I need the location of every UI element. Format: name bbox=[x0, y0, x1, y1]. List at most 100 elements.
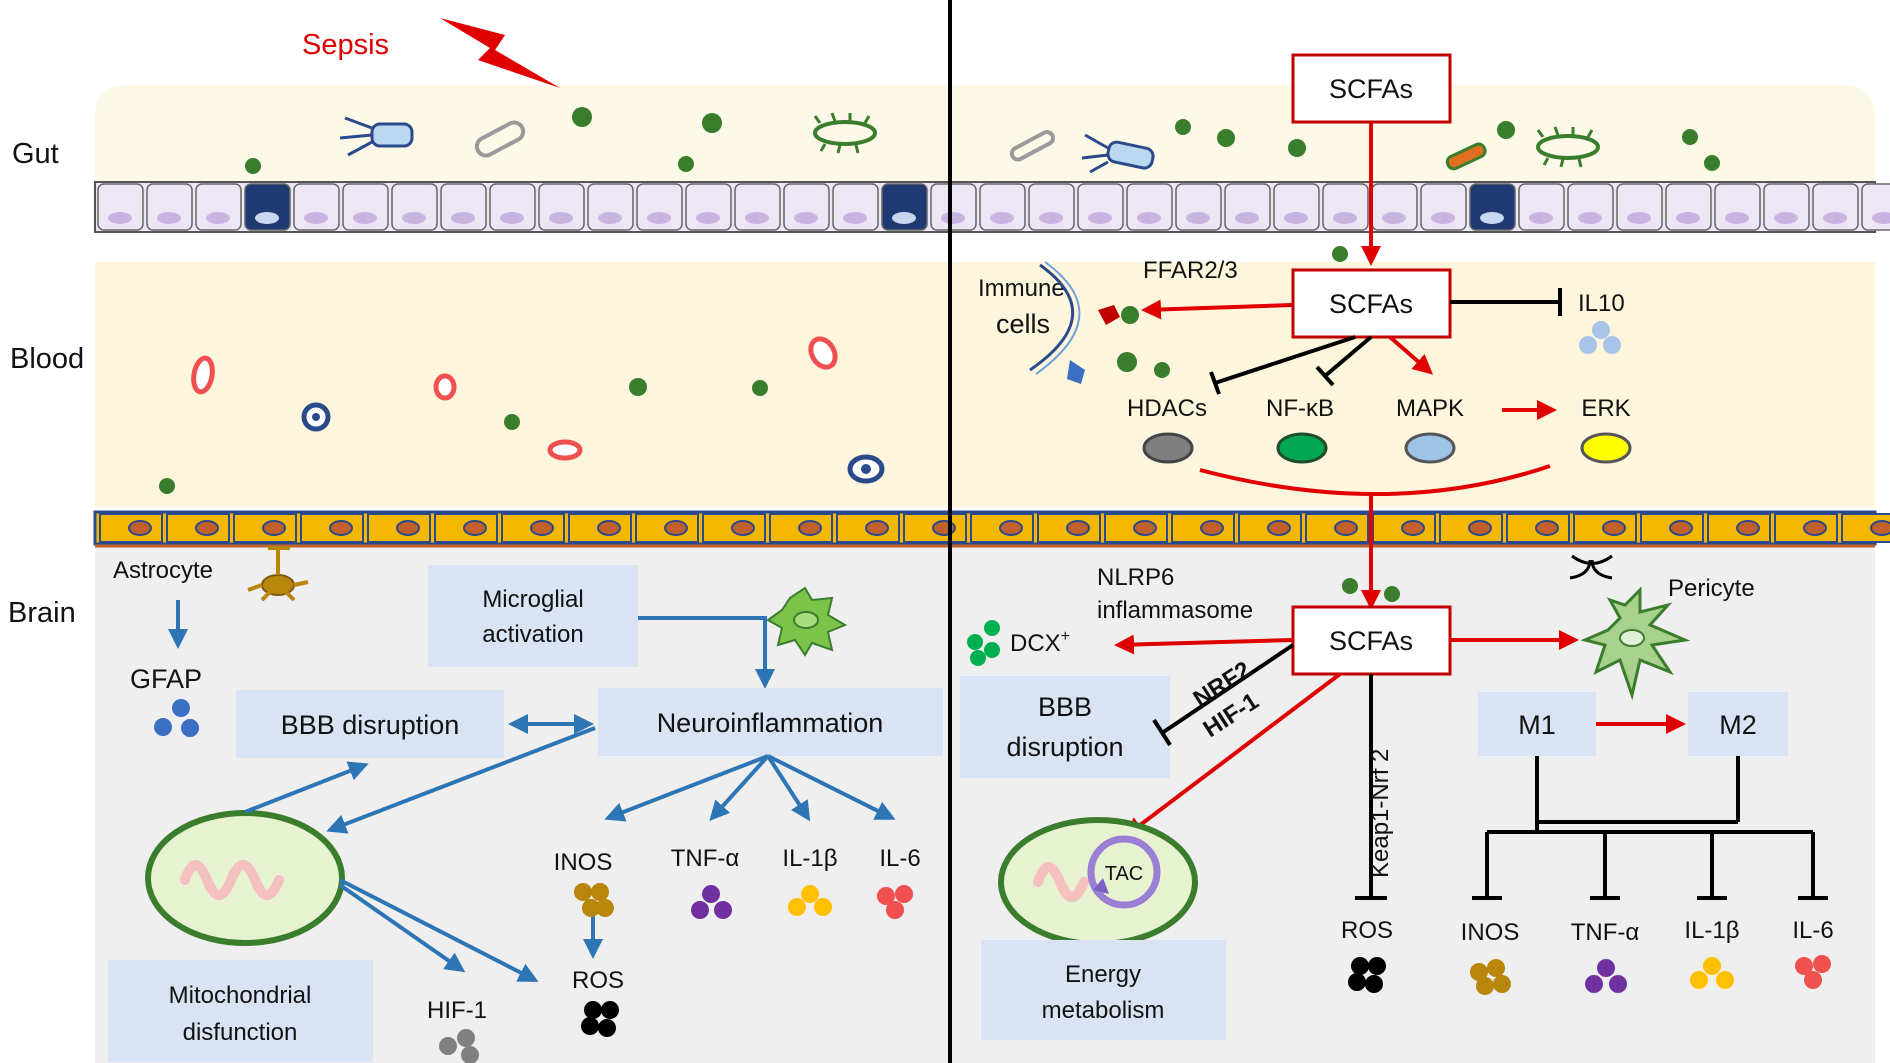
brain-dots-right bbox=[1342, 578, 1400, 602]
il6-label-left: IL-6 bbox=[879, 845, 920, 872]
bbb-line2-right: disruption bbox=[1006, 732, 1123, 762]
cell-nucleus bbox=[1382, 212, 1406, 224]
il1b-molecule-right bbox=[1690, 957, 1734, 989]
cell-nucleus bbox=[1872, 212, 1890, 224]
endothelial-nucleus bbox=[1200, 520, 1224, 536]
endothelial-nucleus bbox=[1133, 520, 1157, 536]
endothelial-nucleus bbox=[597, 520, 621, 536]
ros-molecule-right bbox=[1348, 957, 1386, 993]
ros-label-left: ROS bbox=[572, 967, 624, 994]
cell-nucleus bbox=[1823, 212, 1847, 224]
cell-nucleus bbox=[1186, 212, 1210, 224]
endothelial-nucleus bbox=[262, 520, 286, 536]
tnf-molecule-left bbox=[691, 885, 732, 919]
blood-dots-right bbox=[1117, 352, 1170, 378]
cell-nucleus bbox=[1284, 212, 1308, 224]
bacteria-icons-left bbox=[245, 107, 877, 174]
mitochondrion-icon-right bbox=[998, 817, 1198, 947]
endothelial-nucleus bbox=[1736, 520, 1760, 536]
rod-bacterium-icon bbox=[370, 122, 414, 148]
cell-nucleus bbox=[1480, 212, 1504, 224]
scfa-hdac-inhibit bbox=[1214, 335, 1356, 385]
capsule-bacterium-icon bbox=[474, 120, 526, 158]
m1-label: M1 bbox=[1518, 710, 1556, 740]
microglia-neuro-arrow bbox=[638, 616, 775, 689]
bbb-endothelium bbox=[93, 510, 1890, 548]
scfa-label-blood: SCFAs bbox=[1329, 289, 1413, 319]
endothelial-nucleus bbox=[1535, 520, 1559, 536]
mito-ros-arrow bbox=[339, 878, 539, 982]
endothelial-nucleus bbox=[865, 520, 889, 536]
erk-label: ERK bbox=[1581, 395, 1630, 422]
endothelial-nucleus bbox=[1066, 520, 1090, 536]
endothelial-nucleus bbox=[1870, 520, 1890, 536]
cell-nucleus bbox=[1627, 212, 1651, 224]
cell-nucleus bbox=[1235, 212, 1259, 224]
cell-nucleus bbox=[206, 212, 230, 224]
il6-molecule-right bbox=[1795, 955, 1831, 989]
keap-label: Keap1-Nrf 2 bbox=[1367, 749, 1394, 878]
pericyte-icon bbox=[1580, 586, 1691, 701]
immune-cell-icon bbox=[1029, 261, 1139, 384]
cell-nucleus bbox=[500, 212, 524, 224]
lightning-icon bbox=[440, 18, 560, 88]
cell-nucleus bbox=[402, 212, 426, 224]
sepsis-label: Sepsis bbox=[302, 29, 389, 61]
endothelial-nucleus bbox=[1602, 520, 1626, 536]
neuroinflammation-box bbox=[598, 688, 943, 756]
endothelial-nucleus bbox=[530, 520, 554, 536]
mapk-icon bbox=[1404, 432, 1456, 464]
scfa-box-blood bbox=[1291, 268, 1452, 339]
astrocyte-label: Astrocyte bbox=[113, 557, 213, 584]
cell-nucleus bbox=[696, 212, 720, 224]
inos-molecule-left bbox=[574, 883, 614, 917]
endothelial-nucleus bbox=[1334, 520, 1358, 536]
pericyte-contact-icon bbox=[1569, 554, 1613, 580]
il10-molecule-icon bbox=[1579, 321, 1621, 354]
scfa-label-gut: SCFAs bbox=[1329, 74, 1413, 104]
energy-line2: metabolism bbox=[1042, 997, 1165, 1024]
pericyte-label: Pericyte bbox=[1668, 575, 1755, 602]
pathway-converge-curve bbox=[1199, 464, 1551, 497]
ffar-label: FFAR2/3 bbox=[1143, 257, 1238, 284]
m1m2-inhibition-tree bbox=[1472, 756, 1828, 900]
cell-nucleus bbox=[794, 212, 818, 224]
cell-nucleus bbox=[990, 212, 1014, 224]
hif1-label-left: HIF-1 bbox=[427, 997, 487, 1024]
mito-line2: disfunction bbox=[183, 1019, 298, 1046]
gfap-label: GFAP bbox=[130, 664, 202, 694]
microglial-activation-box bbox=[428, 565, 638, 667]
bbb-disruption-label-left: BBB disruption bbox=[281, 710, 460, 740]
hif1-molecule-left bbox=[439, 1029, 479, 1063]
m2-box bbox=[1688, 692, 1788, 756]
cell-nucleus bbox=[647, 212, 671, 224]
section-blood: Blood bbox=[10, 343, 84, 375]
cell-nucleus bbox=[1529, 212, 1553, 224]
microglial-line2: activation bbox=[482, 621, 583, 648]
il1b-label-right: IL-1β bbox=[1684, 917, 1739, 944]
cell-nucleus bbox=[1039, 212, 1063, 224]
cell-nucleus bbox=[1088, 212, 1112, 224]
energy-metabolism-box bbox=[981, 940, 1226, 1040]
cell-nucleus bbox=[157, 212, 181, 224]
scfa-ffar-arrow bbox=[1141, 299, 1293, 320]
cell-nucleus bbox=[941, 212, 965, 224]
scfa-mito-arrow bbox=[1123, 672, 1342, 838]
endothelial-nucleus bbox=[731, 520, 755, 536]
cell-nucleus bbox=[1676, 212, 1700, 224]
mapk-label: MAPK bbox=[1396, 395, 1464, 422]
cell-nucleus bbox=[598, 212, 622, 224]
tnf-molecule-right bbox=[1585, 959, 1627, 993]
endothelial-nucleus bbox=[396, 520, 420, 536]
scfa-mapk-arrow bbox=[1388, 335, 1434, 375]
microglial-line1: Microglial bbox=[482, 586, 583, 613]
il10-label: IL10 bbox=[1578, 290, 1625, 317]
cell-nucleus bbox=[1137, 212, 1161, 224]
endothelial-nucleus bbox=[1267, 520, 1291, 536]
cell-nucleus bbox=[108, 212, 132, 224]
immune-line2: cells bbox=[996, 309, 1050, 339]
cell-nucleus bbox=[451, 212, 475, 224]
mitochondrion-icon-left bbox=[145, 810, 345, 946]
cell-nucleus bbox=[255, 212, 279, 224]
